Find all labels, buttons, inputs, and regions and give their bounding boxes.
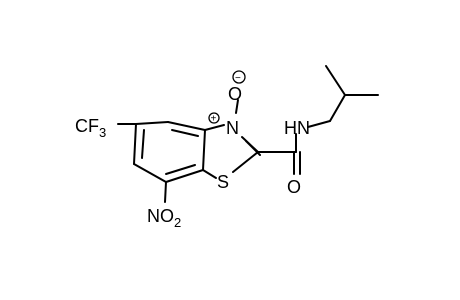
svg-text:+: + xyxy=(211,114,217,125)
positive-charge-icon xyxy=(208,112,220,124)
nitro-label: NO2 xyxy=(147,206,181,230)
no2-bond xyxy=(164,181,167,203)
amide-nh-label: HN xyxy=(284,118,310,138)
benzene-ring xyxy=(133,121,206,183)
oxide-oxygen-label: O xyxy=(228,84,242,104)
isobutyl-chain xyxy=(307,65,379,128)
svg-text:−: − xyxy=(235,73,241,84)
ring-sulfur-label: S xyxy=(217,172,229,192)
negative-charge-icon xyxy=(232,70,246,84)
ring-nitrogen-label: N xyxy=(226,118,239,138)
n-oxide-bond xyxy=(235,99,239,114)
carbonyl-oxygen-label: O xyxy=(287,177,301,197)
cf3-label: CF3 xyxy=(75,116,106,140)
